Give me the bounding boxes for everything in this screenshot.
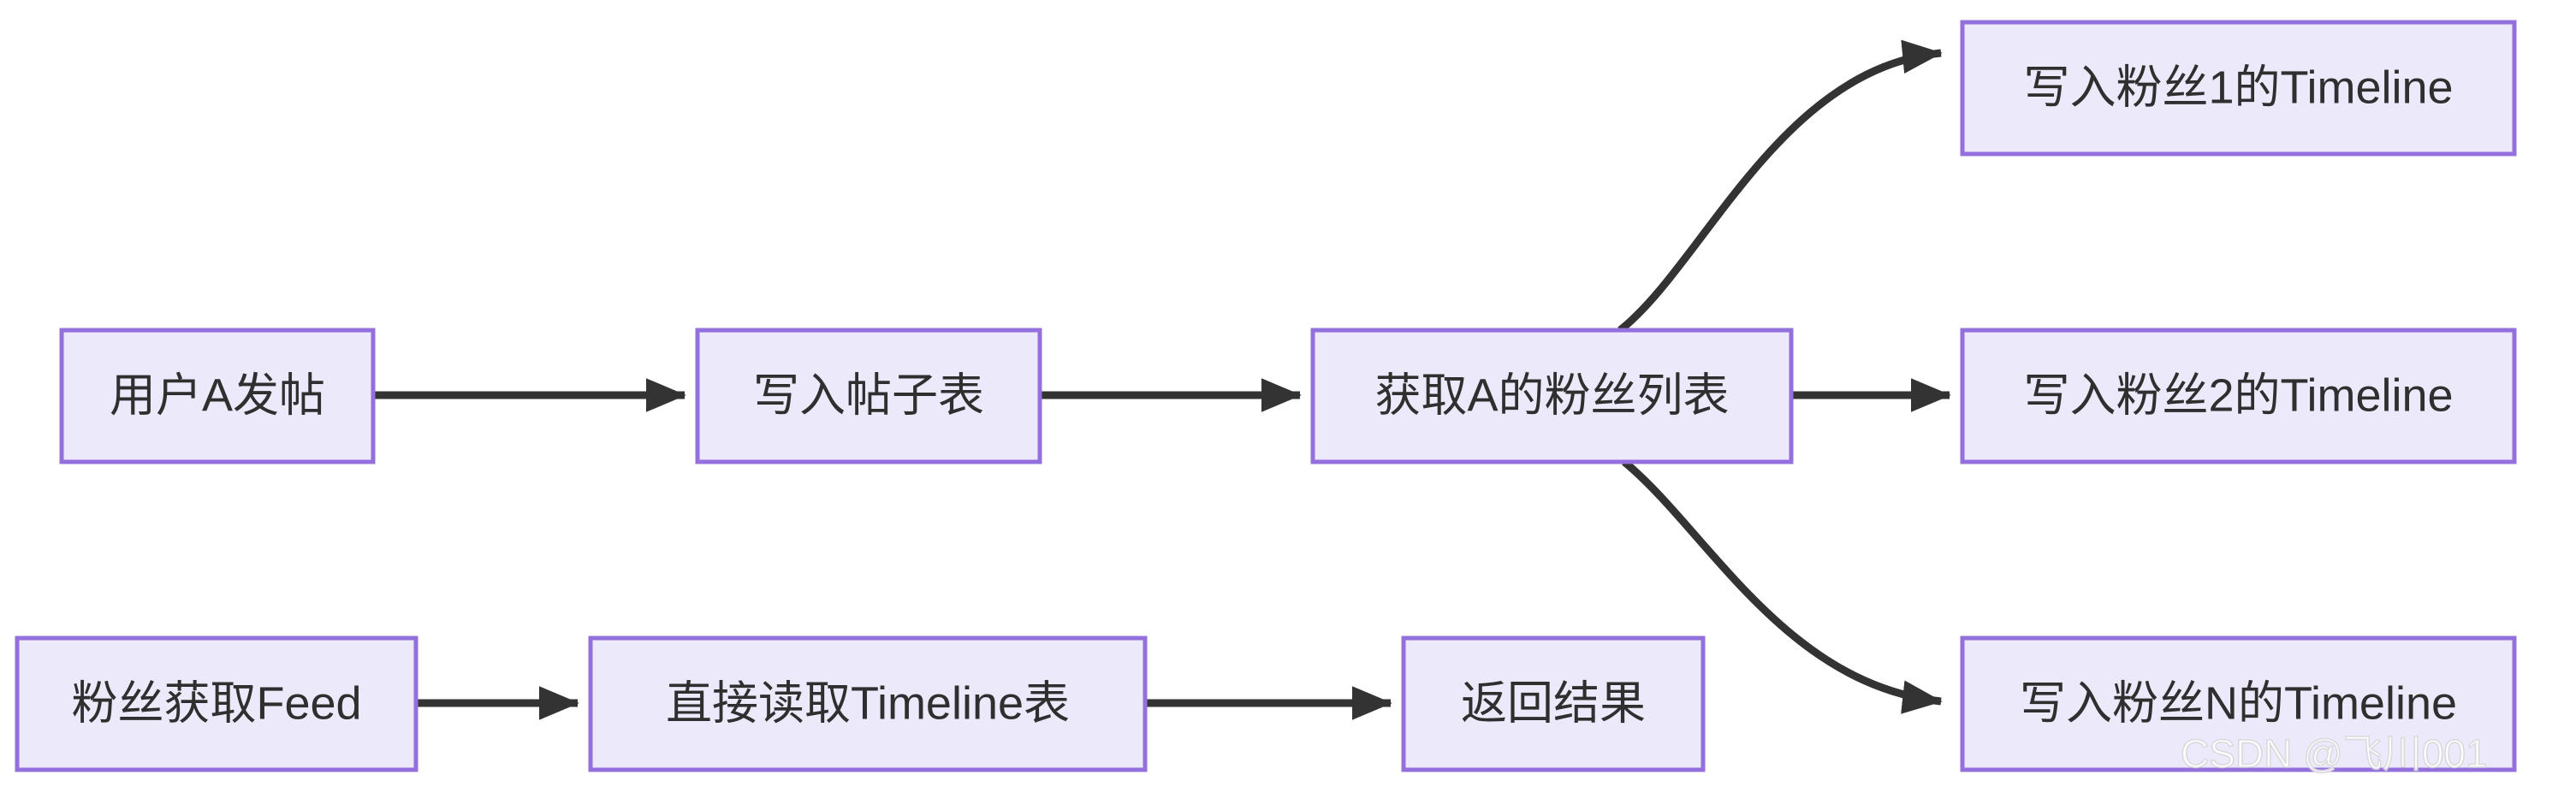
node-label: 写入粉丝N的Timeline: [2020, 677, 2457, 729]
node-label: 写入粉丝1的Timeline: [2023, 62, 2453, 113]
node-user-post[interactable]: 用户A发帖: [59, 328, 376, 464]
node-follower-get-feed[interactable]: 粉丝获取Feed: [15, 636, 418, 772]
node-write-follower2-timeline[interactable]: 写入粉丝2的Timeline: [1960, 328, 2517, 464]
node-write-follower1-timeline[interactable]: 写入粉丝1的Timeline: [1960, 20, 2517, 157]
node-box[interactable]: [1401, 636, 1706, 772]
node-label: 写入帖子表: [753, 369, 984, 421]
node-label: 用户A发帖: [110, 369, 325, 421]
node-get-follower-list[interactable]: 获取A的粉丝列表: [1310, 328, 1794, 464]
edge-get-followers-to-timeline-1: [1617, 39, 1943, 334]
node-return-result[interactable]: 返回结果: [1401, 636, 1706, 772]
node-layer: 用户A发帖 写入帖子表 获取A的粉丝列表 写入粉丝1的Timeline 写入粉丝…: [15, 20, 2517, 772]
node-box[interactable]: [695, 328, 1042, 464]
node-box[interactable]: [59, 328, 376, 464]
csdn-watermark: CSDN @飞川001: [2181, 731, 2488, 776]
node-box[interactable]: [15, 636, 418, 772]
node-box[interactable]: [1960, 636, 2517, 772]
node-label: 返回结果: [1461, 677, 1646, 729]
node-box[interactable]: [1960, 20, 2517, 157]
node-label: 粉丝获取Feed: [71, 677, 361, 729]
edge-layer: [373, 39, 1951, 720]
node-write-followerN-timeline[interactable]: 写入粉丝N的Timeline: [1960, 636, 2517, 772]
node-write-post-table[interactable]: 写入帖子表: [695, 328, 1042, 464]
node-read-timeline-table[interactable]: 直接读取Timeline表: [588, 636, 1148, 772]
node-label: 写入粉丝2的Timeline: [2023, 369, 2453, 421]
node-label: 直接读取Timeline表: [666, 677, 1070, 729]
node-label: 获取A的粉丝列表: [1374, 369, 1729, 421]
edge-get-followers-to-timeline-n: [1622, 458, 1943, 714]
node-box[interactable]: [588, 636, 1148, 772]
node-box[interactable]: [1310, 328, 1794, 464]
node-box[interactable]: [1960, 328, 2517, 464]
